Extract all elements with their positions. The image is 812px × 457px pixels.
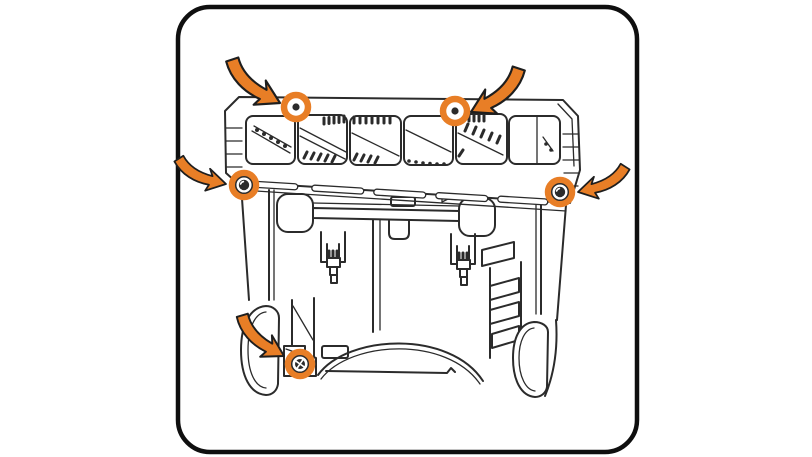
screw-marker-top-left bbox=[280, 91, 312, 123]
screw-marker-mid-right bbox=[544, 176, 576, 208]
gear-left bbox=[320, 231, 346, 284]
vacuum-head-illustration bbox=[224, 96, 581, 398]
rib-lines-right bbox=[562, 133, 580, 187]
roller-cap-left bbox=[276, 193, 314, 233]
screw-head-icon bbox=[451, 107, 459, 115]
gear-right bbox=[450, 233, 476, 286]
screw-head-icon bbox=[292, 103, 300, 111]
brush-panel-1 bbox=[245, 115, 296, 165]
brush-panel-3 bbox=[349, 115, 402, 166]
screw-markers-layer bbox=[228, 91, 576, 380]
wheel-right bbox=[512, 319, 558, 398]
rib-lines-left bbox=[225, 127, 243, 168]
brush-panel-4 bbox=[403, 115, 454, 166]
bracket-right bbox=[481, 241, 522, 359]
brush-housing bbox=[224, 96, 581, 212]
screw-marker-mid-left bbox=[228, 169, 260, 201]
brush-panel-6 bbox=[508, 115, 561, 165]
brush-panel-2 bbox=[297, 114, 348, 165]
screw-marker-top-right bbox=[439, 95, 471, 127]
center-hanger bbox=[388, 220, 410, 240]
bumper-strip bbox=[239, 180, 567, 212]
screw-marker-bottom-left bbox=[284, 348, 316, 380]
bumper-arch bbox=[317, 342, 484, 385]
roller-cap-right bbox=[458, 197, 496, 237]
